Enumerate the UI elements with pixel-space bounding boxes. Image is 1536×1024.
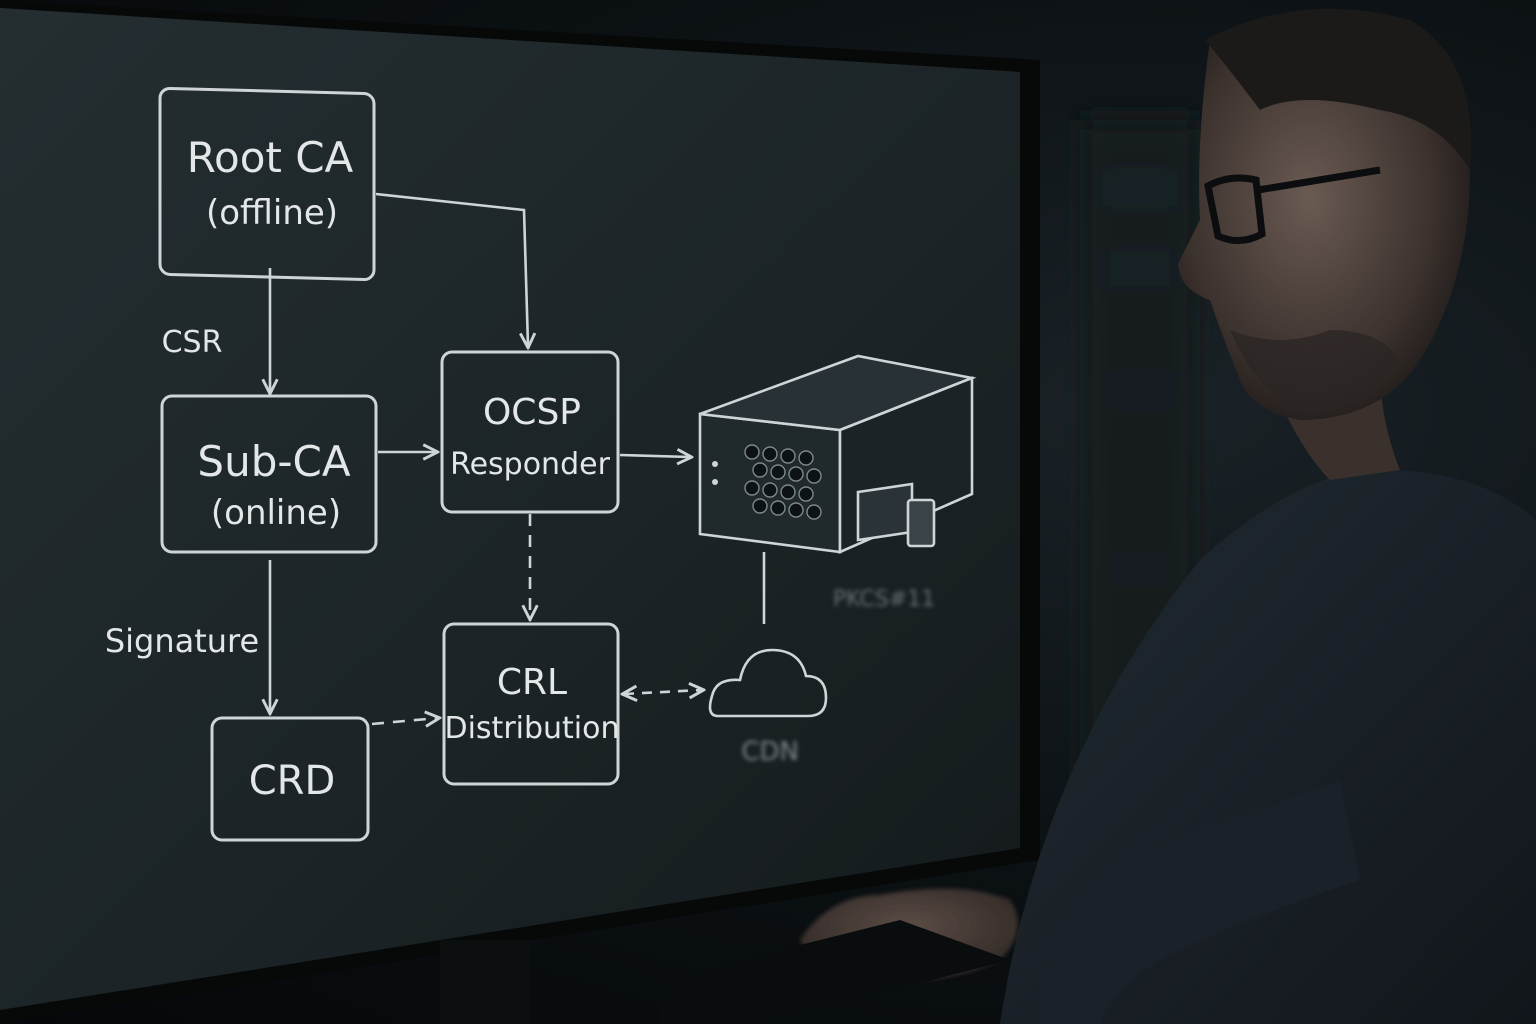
- sub-ca-box: [160, 394, 378, 554]
- cloud-icon: [708, 648, 828, 718]
- crl-label: CRL: [497, 662, 567, 703]
- root-ca-label: Root CA: [187, 133, 354, 182]
- root-ca-sublabel: (offline): [206, 193, 338, 233]
- ocsp-label: OCSP: [483, 392, 581, 433]
- csr-label: CSR: [162, 325, 223, 360]
- signature-label: Signature: [105, 622, 259, 660]
- monitor-stand: [440, 940, 530, 1024]
- pkcs11-label: PKCS#11: [833, 587, 935, 612]
- diagram: [158, 86, 620, 842]
- arrow-crd-to-crl: [371, 718, 438, 724]
- keyboard: [660, 920, 1010, 1024]
- monitor-screen: [0, 8, 1020, 1010]
- sub-ca-sublabel: (online): [211, 493, 341, 533]
- arrow-crl-cdn: [624, 690, 702, 694]
- crl-box: [442, 622, 620, 786]
- sub-ca-label: Sub-CA: [197, 437, 350, 486]
- connectors: [270, 192, 766, 724]
- glasses-icon: [1204, 166, 1381, 244]
- diagram-labels: Root CA (offline) Sub-CA (online) OCSP R…: [105, 133, 935, 804]
- arrow-ocsp-to-hsm: [619, 455, 690, 457]
- person: [660, 8, 1536, 1024]
- crd-box: [210, 716, 370, 842]
- ocsp-sublabel: Responder: [450, 447, 610, 482]
- crd-label: CRD: [249, 758, 336, 804]
- ocsp-box: [440, 350, 620, 514]
- hsm-device-icon: [698, 354, 977, 554]
- cdn-label: CDN: [741, 737, 799, 767]
- crl-sublabel: Distribution: [444, 711, 619, 746]
- root-ca-box: [158, 86, 376, 282]
- arrow-root-to-ocsp: [375, 192, 528, 346]
